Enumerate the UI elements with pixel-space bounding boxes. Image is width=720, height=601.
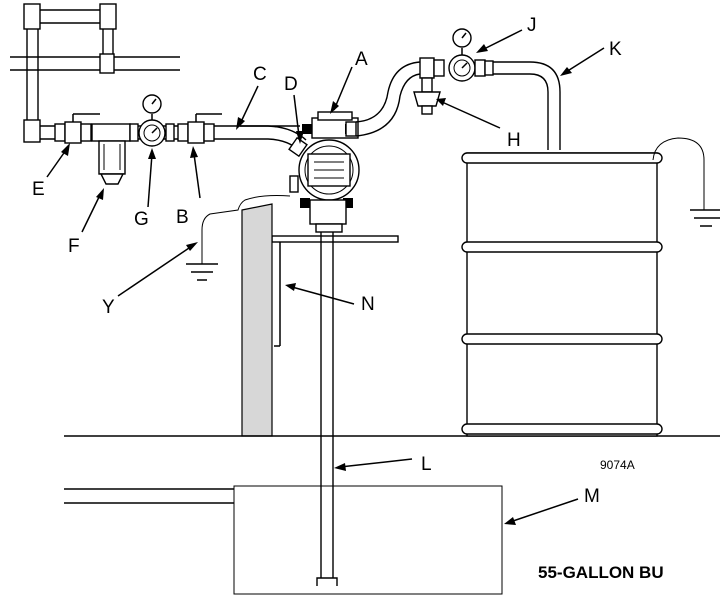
label-n: N xyxy=(361,294,375,315)
leader-lines xyxy=(46,29,605,525)
pump-a xyxy=(289,111,360,233)
label-f: F xyxy=(68,236,80,257)
label-h: H xyxy=(507,130,521,151)
label-m: M xyxy=(584,486,600,507)
suction-tube-l xyxy=(316,232,338,586)
wall xyxy=(241,203,273,437)
label-y: Y xyxy=(102,297,115,318)
fluid-hose-k xyxy=(355,28,561,150)
drain-valve-h xyxy=(413,77,441,115)
label-e: E xyxy=(32,179,45,200)
tank-m xyxy=(64,485,503,595)
label-g: G xyxy=(134,209,149,230)
label-a: A xyxy=(355,49,368,70)
air-filter-f xyxy=(91,123,131,185)
master-air-valve-b xyxy=(177,113,222,144)
figure-caption: 55-GALLON BU xyxy=(538,563,664,582)
bleed-valve-e xyxy=(54,113,100,144)
ground-wire-y xyxy=(186,195,291,281)
label-k: K xyxy=(609,39,622,60)
label-d: D xyxy=(284,74,298,95)
drum-55-gallon xyxy=(461,152,663,437)
drum-ground-wire xyxy=(652,137,720,227)
label-c: C xyxy=(253,64,267,85)
figure-code: 9074A xyxy=(600,458,635,472)
air-supply-header xyxy=(10,3,180,143)
label-j: J xyxy=(527,15,537,36)
label-l: L xyxy=(421,454,432,475)
air-regulator-g xyxy=(129,94,175,147)
wall-bracket-n xyxy=(271,235,399,347)
air-inlet-d xyxy=(288,136,308,158)
label-b: B xyxy=(176,207,189,228)
air-line xyxy=(40,94,308,185)
